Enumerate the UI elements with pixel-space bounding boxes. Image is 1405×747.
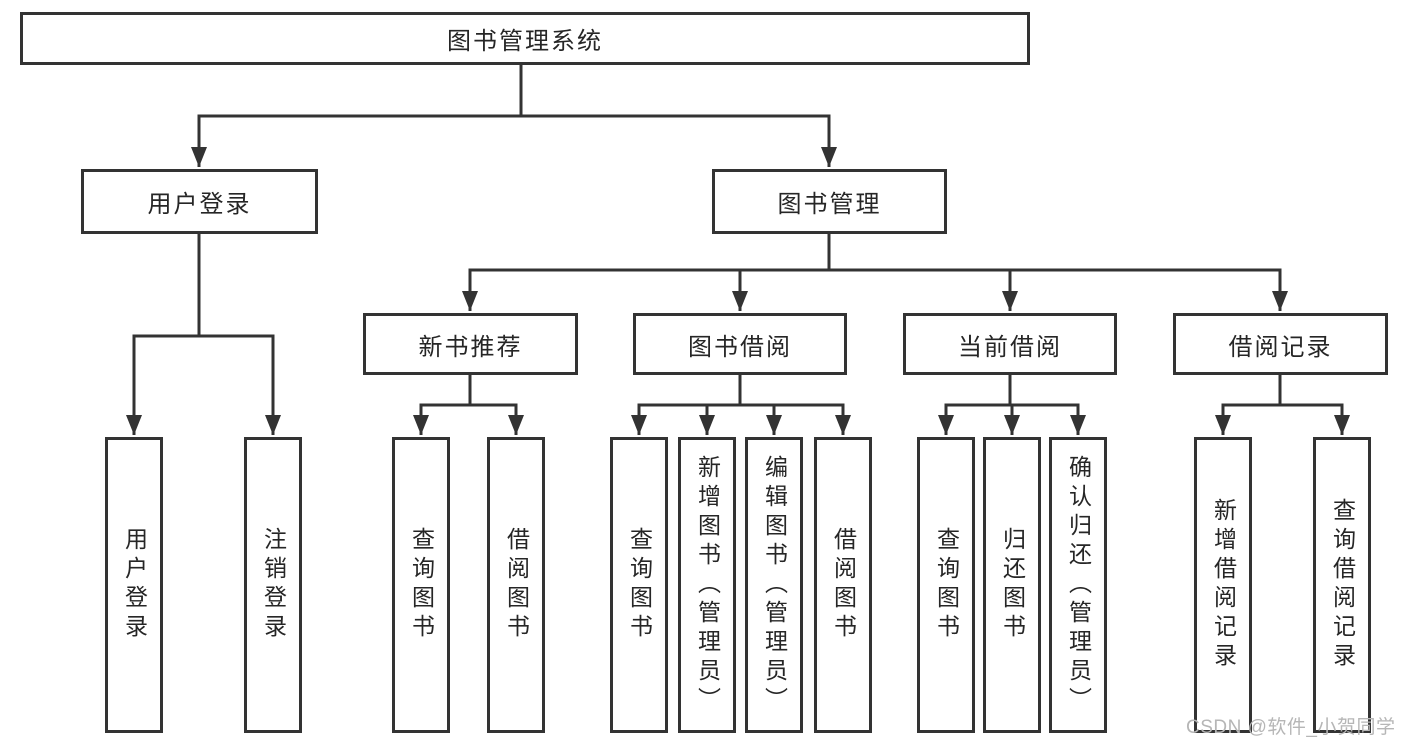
leaf-query-books-borrow-label: 查询图书 <box>626 527 653 643</box>
leaf-edit-book-admin: 编辑图书（管理员） <box>745 437 803 733</box>
node-current-borrow: 当前借阅 <box>903 313 1117 375</box>
edge-bookmgmt-split <box>468 232 1282 272</box>
leaf-query-borrow-record-label: 查询借阅记录 <box>1329 498 1356 672</box>
leaf-query-books-recommend-label: 查询图书 <box>408 527 435 643</box>
node-book-management: 图书管理 <box>712 169 947 234</box>
leaf-query-borrow-record: 查询借阅记录 <box>1313 437 1371 733</box>
node-new-book-recommend: 新书推荐 <box>363 313 578 375</box>
edge-login-split <box>132 232 275 338</box>
leaf-user-login: 用户登录 <box>105 437 163 733</box>
leaf-query-books-recommend: 查询图书 <box>392 437 450 733</box>
leaf-edit-book-admin-label: 编辑图书（管理员） <box>761 454 788 716</box>
edge-borrow-split <box>637 373 845 407</box>
leaf-query-books-borrow: 查询图书 <box>610 437 668 733</box>
node-borrow-records-label: 借阅记录 <box>1228 333 1333 361</box>
leaf-return-books: 归还图书 <box>983 437 1041 733</box>
node-current-borrow-label: 当前借阅 <box>958 333 1062 361</box>
node-book-borrow: 图书借阅 <box>633 313 847 375</box>
leaf-add-borrow-record-label: 新增借阅记录 <box>1210 498 1237 672</box>
edge-records-split <box>1221 373 1344 407</box>
leaf-borrow-books-recommend-label: 借阅图书 <box>503 527 530 643</box>
leaf-borrow-books: 借阅图书 <box>814 437 872 733</box>
leaf-borrow-books-recommend: 借阅图书 <box>487 437 545 733</box>
leaf-logout-label: 注销登录 <box>260 527 287 643</box>
leaf-query-books-current-label: 查询图书 <box>933 527 960 643</box>
leaf-confirm-return-admin: 确认归还（管理员） <box>1049 437 1107 733</box>
node-new-book-recommend-label: 新书推荐 <box>418 333 523 361</box>
edge-recommend-split <box>419 373 518 407</box>
leaf-add-book-admin-label: 新增图书（管理员） <box>694 454 721 716</box>
edge-current-split <box>944 373 1080 407</box>
leaf-borrow-books-label: 借阅图书 <box>830 527 857 643</box>
leaf-confirm-return-admin-label: 确认归还（管理员） <box>1065 454 1092 716</box>
leaf-logout: 注销登录 <box>244 437 302 733</box>
node-root: 图书管理系统 <box>20 12 1030 65</box>
leaf-return-books-label: 归还图书 <box>999 527 1026 643</box>
leaf-add-borrow-record: 新增借阅记录 <box>1194 437 1252 733</box>
edge-root-split <box>197 63 831 118</box>
node-book-borrow-label: 图书借阅 <box>688 333 792 361</box>
node-book-management-label: 图书管理 <box>777 191 882 218</box>
leaf-user-login-label: 用户登录 <box>121 527 148 643</box>
watermark: CSDN @软件_小贺同学 <box>1186 717 1396 738</box>
leaf-query-books-current: 查询图书 <box>917 437 975 733</box>
node-root-label: 图书管理系统 <box>447 28 603 55</box>
node-user-login-branch: 用户登录 <box>81 169 318 234</box>
node-user-login-branch-label: 用户登录 <box>147 191 252 218</box>
node-borrow-records: 借阅记录 <box>1173 313 1388 375</box>
leaf-add-book-admin: 新增图书（管理员） <box>678 437 736 733</box>
